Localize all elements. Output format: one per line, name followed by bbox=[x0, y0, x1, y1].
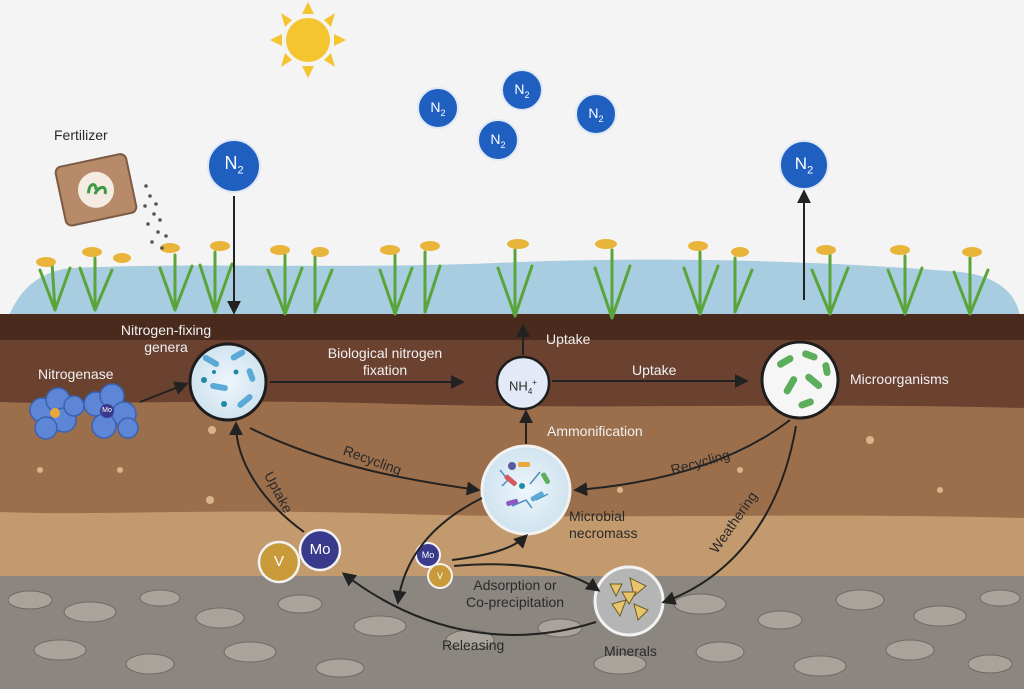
v-ion-small-label: V bbox=[436, 571, 444, 581]
arrow-nitrogenase-to-genera bbox=[139, 381, 189, 403]
ammonium-label: NH4+ bbox=[509, 378, 537, 396]
arrow-necromass-to-releasing bbox=[392, 497, 483, 605]
mo-ion-small-label: Mo bbox=[421, 550, 435, 560]
mo-cofactor-label: Mo bbox=[102, 407, 112, 414]
minerals-label: Minerals bbox=[604, 643, 657, 659]
soil-topsoil bbox=[0, 314, 1024, 344]
n2-label-sky-4: N2 bbox=[588, 105, 604, 124]
n2-molecule-sky-4 bbox=[575, 93, 617, 135]
microbial-necromass-circle bbox=[480, 444, 572, 536]
n2-molecule-left bbox=[207, 139, 261, 193]
adsorption-label: Adsorption or Co-precipitation bbox=[465, 577, 565, 610]
arrow-weathering bbox=[661, 425, 797, 605]
n2-molecule-sky-1 bbox=[417, 87, 459, 129]
nitrogenase-label: Nitrogenase bbox=[38, 366, 114, 382]
arrow-adsorption bbox=[453, 563, 601, 592]
uptake-plants-label: Uptake bbox=[546, 331, 591, 347]
nitrogen-fixing-genera-label: Nitrogen-fixing genera bbox=[120, 322, 212, 355]
uptake-microorganisms-label: Uptake bbox=[632, 362, 677, 378]
ammonium-circle bbox=[495, 355, 551, 411]
nitrogen-fixing-genera-circle bbox=[188, 342, 268, 422]
nitrogenase-fe-cofactor bbox=[50, 408, 60, 418]
n2-label-sky-2: N2 bbox=[514, 81, 530, 100]
releasing-label: Releasing bbox=[442, 637, 505, 653]
rice-plants bbox=[38, 248, 990, 320]
arrow-releasing bbox=[341, 572, 597, 636]
fertilizer-granules bbox=[143, 184, 168, 250]
n2-molecule-right bbox=[779, 140, 829, 190]
nitrogenase-mo-cofactor bbox=[100, 404, 114, 418]
fertilizer-bag-icon bbox=[54, 153, 138, 227]
v-ion-large bbox=[257, 540, 301, 584]
gravel-stones bbox=[7, 589, 1021, 678]
mo-ion-large bbox=[298, 528, 342, 572]
microorganisms-label: Microorganisms bbox=[850, 371, 949, 387]
n2-label-left: N2 bbox=[224, 153, 244, 177]
n2-label-sky-1: N2 bbox=[430, 99, 446, 118]
fertilizer-label: Fertilizer bbox=[54, 127, 108, 143]
mo-ion-large-label: Mo bbox=[309, 541, 331, 558]
arrow-uptake-mo bbox=[229, 421, 305, 533]
n2-label-right: N2 bbox=[794, 154, 814, 177]
v-ion-large-label: V bbox=[273, 553, 285, 570]
n2-molecule-sky-2 bbox=[501, 69, 543, 111]
arrow-recycling-right bbox=[573, 419, 791, 497]
ammonification-label: Ammonification bbox=[547, 423, 643, 439]
biological-nitrogen-fixation-label: Biological nitrogen fixation bbox=[327, 345, 443, 378]
n2-molecule-sky-3 bbox=[477, 119, 519, 161]
microorganisms-circle bbox=[760, 340, 840, 420]
microbial-necromass-label: Microbial necromass bbox=[569, 508, 638, 541]
arrow-recycling-left bbox=[249, 427, 481, 496]
sun-icon bbox=[270, 2, 346, 78]
n2-label-sky-3: N2 bbox=[490, 131, 506, 150]
arrow-ions-to-necromass bbox=[451, 534, 528, 561]
minerals-circle bbox=[593, 565, 665, 637]
v-ion-small bbox=[427, 563, 453, 589]
rice-grains bbox=[36, 239, 982, 267]
